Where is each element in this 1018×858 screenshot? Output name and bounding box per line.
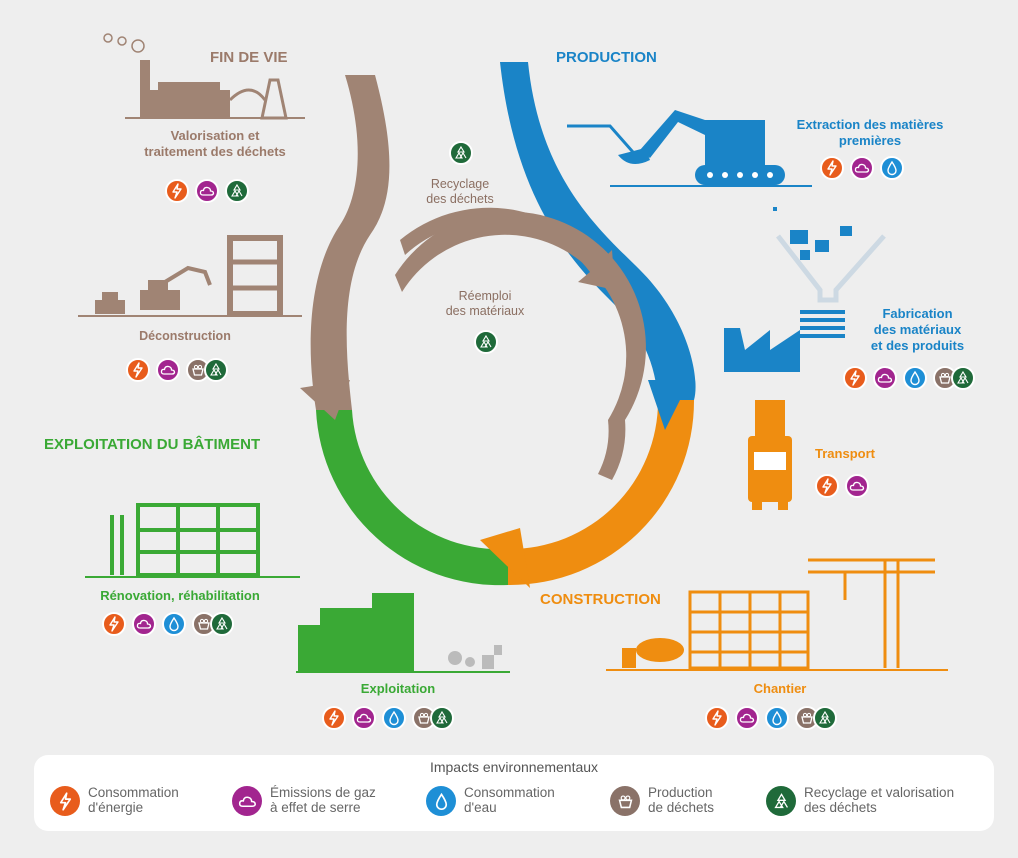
lightning-icon [705, 706, 729, 730]
cycle-arrowhead-construction [480, 528, 530, 588]
water-drop-icon [382, 706, 406, 730]
recycle-icon [430, 706, 454, 730]
waste-recycle-pair [192, 612, 234, 636]
stage-label-extraction: Extraction des matières premières [796, 117, 944, 148]
stage-label-exploitation: Exploitation [360, 681, 436, 696]
icons-extraction [820, 156, 904, 180]
water-drop-icon [426, 786, 456, 816]
icons-valorisation [165, 179, 249, 203]
lightning-icon [126, 358, 150, 382]
recycle-icon [204, 358, 228, 382]
icons-transport [815, 474, 869, 498]
legend-item-ghg: Émissions de gaz à effet de serre [232, 785, 376, 816]
cycle-arrowhead-production [648, 380, 690, 430]
cloud-icon [156, 358, 180, 382]
legend: Impacts environnementaux Consommation d'… [34, 755, 994, 831]
legend-item-water: Consommation d'eau [426, 785, 555, 816]
icons-chantier [705, 706, 837, 730]
parking-trees-illustration [448, 645, 502, 669]
stage-label-valorisation: Valorisation et traitement des déchets [144, 128, 286, 159]
lightning-icon [165, 179, 189, 203]
icons-recyclage [449, 141, 473, 165]
demolition-illustration [78, 235, 302, 317]
cement-mixer-illustration [622, 638, 684, 668]
lightning-icon [815, 474, 839, 498]
recycle-icon [766, 786, 796, 816]
reuse-loop [395, 211, 646, 480]
excavator-illustration [567, 110, 812, 187]
legend-title: Impacts environnementaux [429, 759, 599, 775]
legend-label-energy: Consommation d'énergie [88, 785, 179, 815]
waste-recycle-pair [186, 358, 228, 382]
water-drop-icon [903, 366, 927, 390]
cloud-icon [195, 179, 219, 203]
stage-label-chantier: Chantier [753, 681, 807, 696]
waste-recycle-pair [933, 366, 975, 390]
icons-reemploi [474, 330, 498, 354]
legend-label-recycle: Recyclage et valorisation des déchets [804, 785, 955, 815]
recycle-icon [210, 612, 234, 636]
waste-recycle-pair [795, 706, 837, 730]
cycle-arc-exploitation [316, 410, 508, 586]
phase-title-construction: CONSTRUCTION [540, 591, 661, 608]
icons-fabrication [843, 366, 975, 390]
legend-item-energy: Consommation d'énergie [50, 785, 179, 816]
legend-label-waste: Production de déchets [648, 785, 715, 815]
legend-label-water: Consommation d'eau [464, 785, 555, 815]
cloud-icon [132, 612, 156, 636]
cloud-icon [352, 706, 376, 730]
stage-label-renovation: Rénovation, réhabilitation [100, 588, 260, 603]
recycle-icon [474, 330, 498, 354]
factory-illustration [724, 207, 886, 372]
recycle-icon [449, 141, 473, 165]
construction-site-illustration [606, 558, 948, 671]
lightning-icon [843, 366, 867, 390]
cycle-arc-fin-de-vie [310, 75, 390, 410]
cycle-arc-production [500, 62, 696, 400]
waste-recycle-pair [412, 706, 454, 730]
icons-exploitation [322, 706, 454, 730]
lightning-icon [102, 612, 126, 636]
recycle-icon [813, 706, 837, 730]
lightning-icon [820, 156, 844, 180]
cycle-arrowhead-fin-de-vie [300, 380, 350, 420]
water-drop-icon [880, 156, 904, 180]
phase-title-exploitation: EXPLOITATION DU BÂTIMENT [44, 436, 261, 453]
cycle-arc-construction [508, 400, 695, 586]
office-building-illustration [296, 593, 510, 673]
water-drop-icon [162, 612, 186, 636]
legend-item-waste: Production de déchets [610, 785, 715, 816]
cloud-icon [232, 786, 262, 816]
recycle-icon [225, 179, 249, 203]
icons-deconstruction [126, 358, 228, 382]
phase-title-production: PRODUCTION [556, 49, 657, 66]
cycle-label-recyclage: Recyclage des déchets [426, 177, 494, 207]
cycle-label-reemploi: Réemploi des matériaux [445, 289, 525, 319]
renovation-building-illustration [85, 503, 300, 578]
cloud-icon [850, 156, 874, 180]
waste-basket-icon [610, 786, 640, 816]
stage-label-deconstruction: Déconstruction [139, 329, 231, 343]
lightning-icon [50, 786, 80, 816]
truck-illustration [748, 400, 792, 510]
recycle-icon [951, 366, 975, 390]
cloud-icon [873, 366, 897, 390]
incinerator-illustration [103, 33, 305, 120]
legend-label-ghg: Émissions de gaz à effet de serre [270, 785, 376, 815]
legend-item-recycle: Recyclage et valorisation des déchets [766, 785, 955, 816]
water-drop-icon [765, 706, 789, 730]
icons-renovation [102, 612, 234, 636]
cloud-icon [735, 706, 759, 730]
phase-title-fin-de-vie: FIN DE VIE [210, 49, 288, 66]
cloud-icon [845, 474, 869, 498]
stage-label-transport: Transport [815, 446, 875, 461]
lightning-icon [322, 706, 346, 730]
stage-label-fabrication: Fabrication des matériaux et des produit… [870, 306, 965, 353]
